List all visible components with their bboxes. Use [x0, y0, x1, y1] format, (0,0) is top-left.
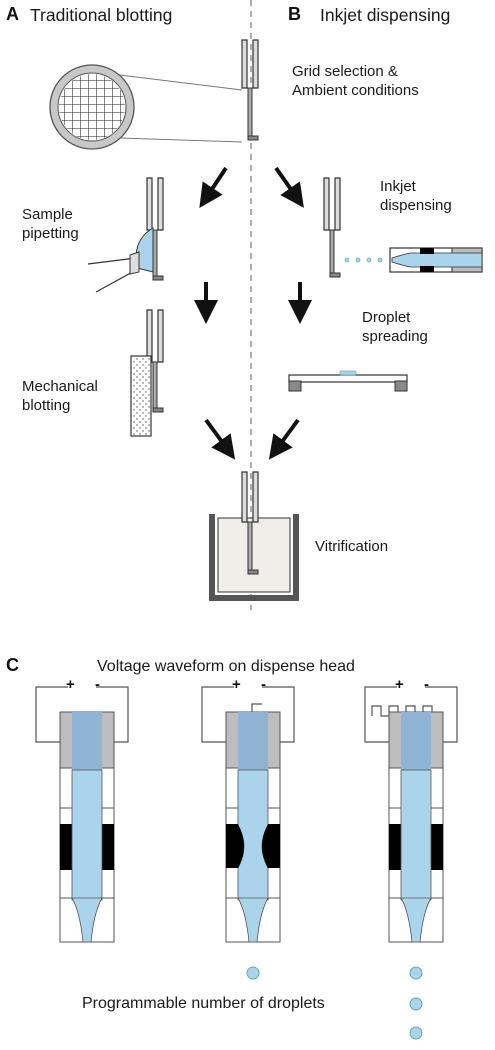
head-3-plus: + — [395, 676, 404, 693]
arrow-to-pipetting — [199, 166, 228, 208]
arrow-blot-to-vitrification — [204, 418, 236, 460]
inkjet-illustration — [323, 177, 483, 278]
spreading-label-line1: Droplet — [362, 309, 411, 326]
pipetting-label: Sample pipetting — [22, 205, 79, 243]
panel-b-letter: B — [288, 4, 301, 24]
pipetting-illustration — [87, 177, 164, 293]
head-2-minus: - — [261, 676, 266, 693]
grid-label-line1: Grid selection & — [292, 63, 398, 80]
inkjet-label-line1: Inkjet — [380, 178, 416, 195]
pipetting-label-line2: pipetting — [22, 225, 79, 242]
spreading-label: Droplet spreading — [362, 308, 428, 346]
vitrification-illustration — [209, 471, 299, 601]
pipetting-label-line1: Sample — [22, 206, 73, 223]
tweezers-top-icon — [241, 39, 259, 141]
inkjet-label: Inkjet dispensing — [380, 177, 452, 215]
blotting-label-line1: Mechanical — [22, 378, 98, 395]
arrow-to-inkjet — [274, 166, 304, 208]
spreading-label-line2: spreading — [362, 328, 428, 345]
blotting-label: Mechanical blotting — [22, 377, 98, 415]
head-2-plus: + — [232, 676, 241, 693]
vitrification-label: Vitrification — [315, 538, 389, 555]
blotting-illustration — [130, 309, 164, 437]
panel-c-letter: C — [6, 655, 19, 675]
panel-a-letter: A — [6, 4, 19, 24]
dispense-head-1 — [35, 686, 129, 943]
droplets-caption: Programmable number of droplets — [82, 995, 325, 1012]
grid-magnified-icon — [49, 64, 243, 150]
head-1-plus: + — [66, 676, 75, 693]
head-1-minus: - — [95, 676, 100, 693]
inkjet-label-line2: dispensing — [380, 197, 452, 214]
grid-selection-label: Grid selection & Ambient conditions — [292, 62, 419, 100]
panel-c-title: Voltage waveform on dispense head — [97, 658, 355, 675]
spreading-illustration — [288, 370, 408, 392]
panel-b-title: Inkjet dispensing — [320, 5, 451, 25]
arrow-spread-to-vitrification — [268, 418, 300, 460]
dispense-head-2 — [201, 686, 295, 980]
head-3-minus: - — [424, 676, 429, 693]
grid-label-line2: Ambient conditions — [292, 82, 419, 99]
dispense-head-3 — [364, 686, 458, 1040]
blotting-label-line2: blotting — [22, 397, 71, 414]
panel-a-title: Traditional blotting — [30, 5, 173, 25]
